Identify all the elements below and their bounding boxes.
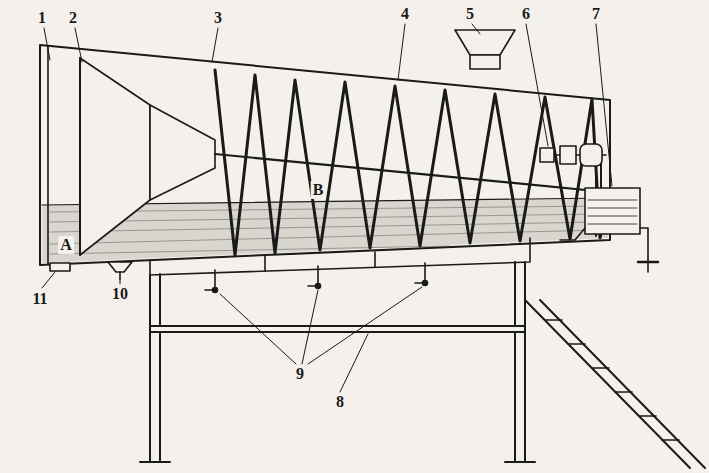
collector-box (150, 238, 530, 275)
callout-number: 8 (334, 393, 346, 411)
partition (374, 252, 376, 267)
partition (264, 256, 266, 271)
motor (580, 144, 602, 166)
callout-number: 5 (464, 5, 476, 23)
leader-lines (42, 24, 612, 392)
hopper-neck (470, 55, 500, 69)
callout-number: 3 (212, 9, 224, 27)
cone-neck (150, 105, 215, 200)
tank-liquid (588, 200, 637, 224)
callout-number: 10 (110, 285, 130, 303)
gearbox (560, 146, 576, 164)
callout-number: 4 (399, 5, 411, 23)
outlet-funnel (108, 262, 132, 272)
cone-rim (79, 58, 81, 255)
callout-number: 1 (36, 9, 48, 27)
feed-pipe (560, 228, 585, 240)
outlet-spout (119, 272, 121, 280)
frame (140, 262, 535, 462)
drain-pipe (640, 228, 648, 262)
stairs (525, 300, 705, 468)
outlet (50, 263, 70, 271)
callout-number: 11 (30, 290, 49, 308)
hopper (455, 30, 515, 55)
callout-number: 6 (520, 5, 532, 23)
cone-drum (80, 58, 150, 255)
trough-housing (40, 45, 610, 265)
callout-number: 9 (294, 365, 306, 383)
zone-letter: A (58, 236, 74, 254)
tank (585, 188, 640, 234)
end-wall (47, 46, 49, 264)
drain-valves (205, 263, 428, 293)
valve-stem (647, 262, 649, 272)
screw-flight (215, 70, 600, 255)
zone-letter: B (311, 181, 326, 199)
coupling (540, 148, 554, 162)
callout-number: 2 (67, 9, 79, 27)
callout-number: 7 (590, 5, 602, 23)
